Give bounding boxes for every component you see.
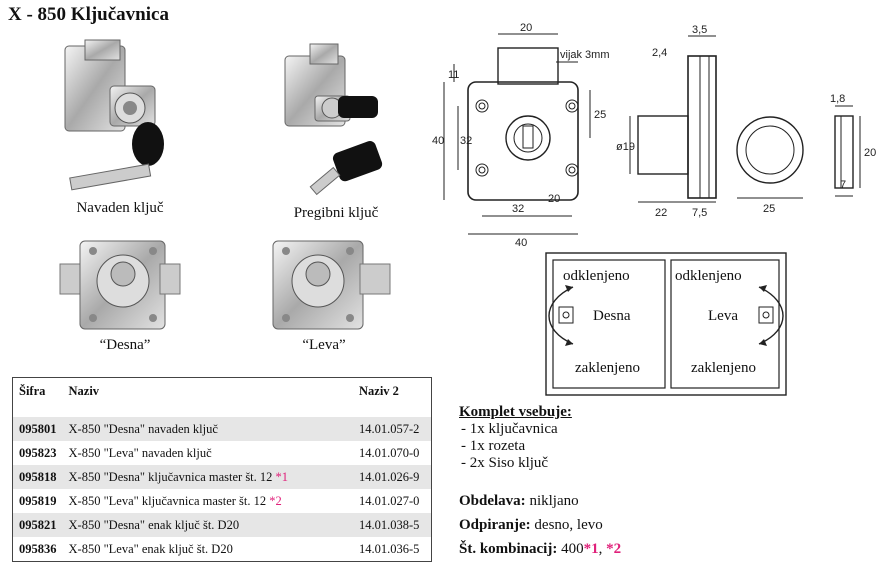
spec-combinations: Št. kombinacij: 400*1, *2 [459, 541, 621, 558]
dim-20-mid: 20 [548, 193, 560, 205]
spec-finish-label: Obdelava: [459, 493, 526, 509]
left-unlocked-label: odklenjeno [563, 268, 630, 284]
row-name2: 14.01.070-0 [359, 445, 420, 460]
row-name: X-850 "Leva" enak ključ št. D20 [68, 541, 233, 556]
photo-pregibni-caption: Pregibni ključ [293, 205, 379, 221]
kit-title: Komplet vsebuje: [459, 404, 572, 420]
row-code: 095823 [19, 445, 57, 460]
right-locked-label: zaklenjeno [691, 360, 756, 376]
spec-opening: Odpiranje: desno, levo [459, 517, 603, 534]
dim-11: 11 [448, 69, 459, 81]
dim-32-horizontal: 32 [512, 203, 524, 215]
kit-item: - 1x ključavnica [461, 421, 558, 437]
dim-25-rozeta: 25 [763, 203, 775, 215]
dim-vijak: vijak 3mm [560, 49, 610, 61]
dim-3-5: 3,5 [692, 24, 707, 36]
dim-20-rozeta: 20 [864, 147, 876, 159]
dim-7-5: 7,5 [692, 207, 707, 219]
header-name: Naziv [68, 384, 100, 398]
header-code: Šifra [19, 384, 46, 398]
spec-finish: Obdelava: nikljano [459, 493, 579, 510]
table-row: 095819 X-850 "Leva" ključavnica master š… [13, 489, 432, 513]
page-title: X - 850 Ključavnica [8, 4, 169, 25]
table-row: 095821 X-850 "Desna" enak ključ št. D20 … [12, 513, 432, 537]
photo-navaden-caption: Navaden ključ [76, 200, 164, 216]
table-row: 095836 X-850 "Leva" enak ključ št. D20 1… [13, 537, 432, 562]
dim-32-vertical: 32 [460, 135, 472, 147]
row-name: X-850 "Desna" navaden ključ [62, 417, 353, 441]
dim-40-horizontal: 40 [515, 237, 527, 249]
row-name2: 14.01.036-5 [359, 541, 420, 556]
table-row: 095818 X-850 "Desna" ključavnica master … [12, 465, 432, 489]
dim-25: 25 [594, 109, 606, 121]
row-name2: 14.01.038-5 [353, 513, 432, 537]
dim-2-4: 2,4 [652, 47, 667, 59]
photo-navaden [50, 36, 190, 201]
photo-pregibni [270, 36, 410, 206]
row-code: 095819 [19, 493, 57, 508]
spec-opening-value: desno, levo [530, 517, 603, 533]
header-name2: Naziv 2 [359, 384, 399, 398]
dim-40-vertical: 40 [432, 135, 444, 147]
kit-section: Komplet vsebuje: - 1x ključavnica - 1x r… [459, 404, 572, 472]
row-name: X-850 "Leva" navaden ključ [68, 445, 212, 460]
row-code: 095836 [19, 541, 57, 556]
product-table: Šifra Naziv Naziv 2 095801 X-850 "Desna"… [12, 377, 432, 562]
photo-leva-caption: “Leva” [302, 337, 346, 353]
table-row: 095823 X-850 "Leva" navaden ključ 14.01.… [13, 441, 432, 465]
row-name: X-850 "Desna" ključavnica master št. 12 … [62, 465, 353, 489]
row-name2: 14.01.027-0 [359, 493, 420, 508]
photo-leva [268, 236, 398, 336]
row-code: 095821 [12, 513, 63, 537]
dim-20-top: 20 [520, 22, 532, 34]
table-header-row: Šifra Naziv Naziv 2 [13, 378, 432, 418]
row-name2: 14.01.026-9 [353, 465, 432, 489]
left-locked-label: zaklenjeno [575, 360, 640, 376]
kit-item: - 2x Siso ključ [461, 455, 549, 471]
dim-1-8: 1,8 [830, 93, 845, 105]
row-code: 095818 [12, 465, 63, 489]
kit-item: - 1x rozeta [461, 438, 526, 454]
spec-combinations-value: 400 [557, 541, 584, 557]
spec-star2: *2 [606, 541, 622, 557]
row-name: X-850 "Leva" ključavnica master št. 12 *… [68, 493, 282, 508]
dim-19: ø19 [616, 141, 635, 153]
dim-7: 7 [840, 179, 846, 191]
row-code: 095801 [12, 417, 63, 441]
photo-desna [55, 236, 185, 336]
photo-desna-caption: “Desna” [99, 337, 151, 353]
row-name2: 14.01.057-2 [353, 417, 432, 441]
left-side-label: Desna [593, 308, 631, 324]
spec-separator: , [598, 541, 607, 557]
spec-opening-label: Odpiranje: [459, 517, 531, 533]
spec-star1: *1 [583, 541, 599, 557]
technical-drawing: 20 11 vijak 3mm 25 40 32 32 20 40 2,4 3,… [432, 22, 876, 249]
right-unlocked-label: odklenjeno [675, 268, 742, 284]
spec-finish-value: nikljano [525, 493, 579, 509]
row-name: X-850 "Desna" enak ključ št. D20 [62, 513, 353, 537]
orientation-schema: odklenjeno Desna zaklenjeno odklenjeno L… [545, 252, 787, 396]
dim-22: 22 [655, 207, 667, 219]
table-row: 095801 X-850 "Desna" navaden ključ 14.01… [12, 417, 432, 441]
spec-combinations-label: Št. kombinacij: [459, 541, 558, 557]
right-side-label: Leva [708, 308, 738, 324]
